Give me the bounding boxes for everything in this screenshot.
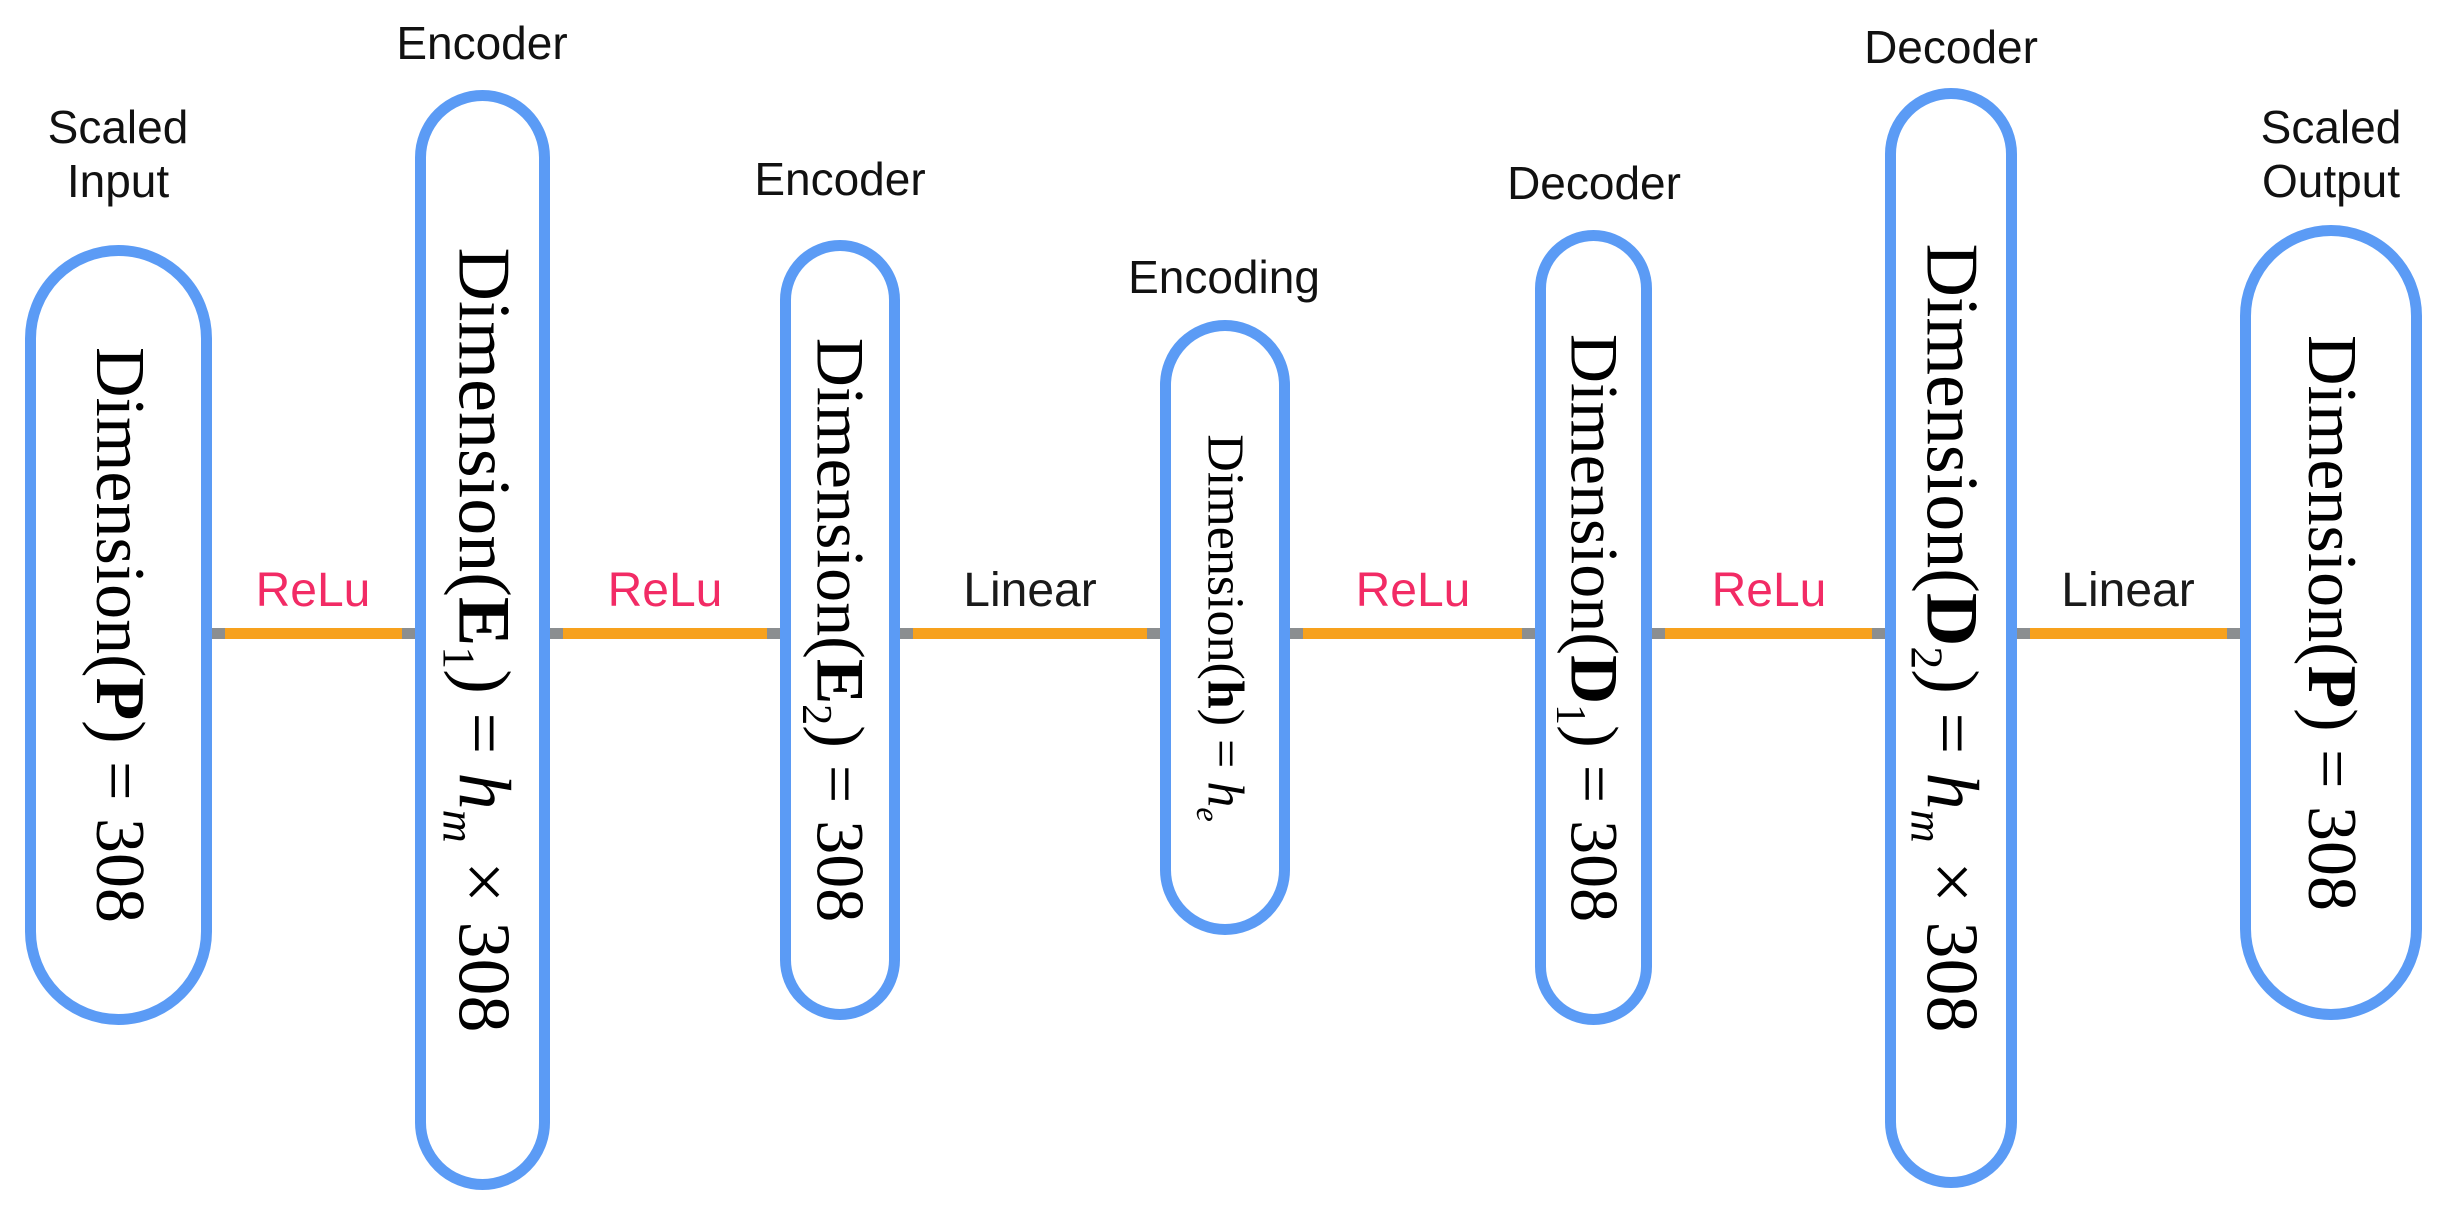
node-title-encoder-1: Encoder [396, 17, 568, 69]
node-title-decoder-2: Decoder [1864, 21, 2038, 73]
node-title-scaled-output: Scaled Output [2260, 101, 2402, 207]
node-decoder-2: Dimension(D2) = hm × 308 [1885, 88, 2017, 1188]
connector-line-5 [1652, 628, 1885, 639]
node-encoding: Dimension(h) = he [1160, 320, 1290, 935]
activation-label: ReLu [255, 564, 371, 617]
node-title-scaled-input: Scaled Input [47, 101, 189, 207]
node-formula: Dimension(P) = 308 [80, 346, 158, 924]
node-formula: Dimension(P) = 308 [2293, 334, 2370, 911]
node-formula: Dimension(E1) = hm × 308 [433, 247, 524, 1033]
activation-label: ReLu [1355, 564, 1471, 617]
connector-line-2 [550, 628, 780, 639]
activation-label: ReLu [1711, 564, 1827, 617]
connector-label-6: Linear [2061, 566, 2194, 627]
connector-label-3: Linear [963, 566, 1096, 627]
connector-line-1 [212, 628, 415, 639]
connector-line-6 [2017, 628, 2240, 639]
node-formula: Dimension(h) = he [1190, 433, 1254, 822]
connector-label-5: ReLu [1712, 566, 1827, 627]
node-title-encoding: Encoding [1128, 251, 1320, 303]
node-scaled-input: Dimension(P) = 308 [25, 245, 212, 1025]
node-encoder-1: Dimension(E1) = hm × 308 [415, 90, 550, 1190]
connector-label-2: ReLu [608, 566, 723, 627]
activation-label: ReLu [607, 564, 723, 617]
node-scaled-output: Dimension(P) = 308 [2240, 225, 2422, 1020]
activation-label: Linear [2061, 564, 2195, 617]
connector-label-1: ReLu [256, 566, 371, 627]
node-title-encoder-2: Encoder [754, 153, 926, 205]
node-formula: Dimension(D2) = hm × 308 [1901, 243, 1993, 1033]
node-encoder-2: Dimension(E2) = 308 [780, 240, 900, 1020]
node-formula: Dimension(D1) = 308 [1546, 333, 1632, 922]
node-formula: Dimension(E2) = 308 [792, 337, 879, 923]
connector-line-4 [1290, 628, 1535, 639]
connector-label-4: ReLu [1356, 566, 1471, 627]
node-title-decoder-1: Decoder [1507, 157, 1681, 209]
connector-line-3 [900, 628, 1160, 639]
activation-label: Linear [963, 564, 1097, 617]
node-decoder-1: Dimension(D1) = 308 [1535, 230, 1652, 1025]
